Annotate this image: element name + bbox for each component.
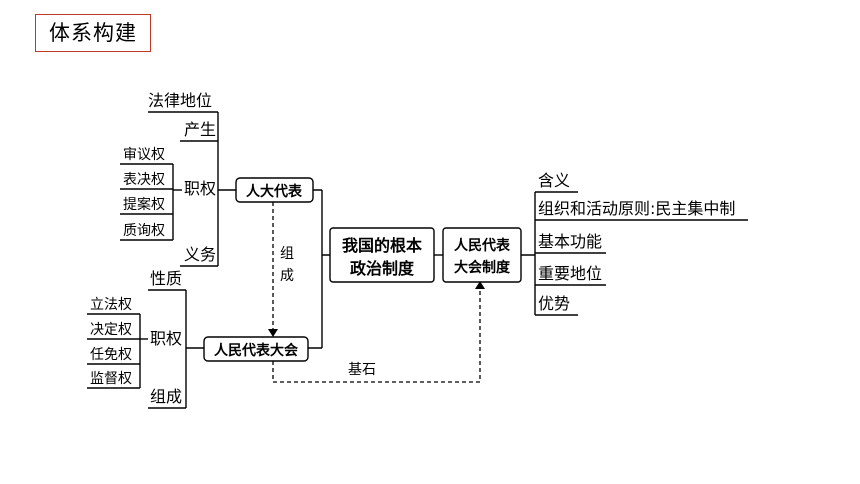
- cornerstone-arrowhead: [475, 281, 485, 289]
- deputies-bracket: [217, 112, 236, 266]
- system-item-4: 优势: [538, 294, 570, 313]
- system-item-0: 含义: [538, 171, 570, 190]
- congress-node-box: [203, 336, 309, 362]
- deputies-power-3: 质询权: [123, 223, 165, 239]
- deputies-node-label: 人大代表: [246, 183, 303, 200]
- root-node-line1: 我国的根本: [342, 236, 422, 255]
- congress-item-2: 组成: [150, 387, 182, 406]
- compose-arrowhead: [268, 329, 278, 337]
- system-node-line2: 大会制度: [454, 259, 511, 276]
- cornerstone-label: 基石: [348, 361, 376, 378]
- deputies-item-1: 产生: [184, 120, 216, 139]
- deputies-item-3: 义务: [184, 245, 216, 264]
- deputies-item-2: 职权: [184, 179, 216, 198]
- congress-power-0: 立法权: [90, 297, 132, 313]
- congress-bracket: [185, 290, 204, 408]
- root-left-bracket: [308, 189, 330, 349]
- deputies-power-2: 提案权: [123, 196, 165, 213]
- congress-power-1: 决定权: [90, 322, 132, 338]
- cornerstone-dashed-arrow: [272, 288, 481, 383]
- system-bracket: [521, 192, 536, 315]
- compose-label-char-0: 组: [280, 246, 294, 262]
- system-item-1: 组织和活动原则:民主集中制: [538, 199, 735, 218]
- system-item-2: 基本功能: [538, 232, 602, 251]
- deputies-power-1: 表决权: [123, 172, 165, 188]
- page-title: 体系构建: [35, 14, 151, 52]
- congress-power-3: 监督权: [90, 371, 132, 387]
- congress-node-label: 人民代表大会: [214, 342, 299, 359]
- system-node-line1: 人民代表: [454, 237, 511, 254]
- congress-power-2: 任免权: [90, 347, 132, 363]
- congress-item-0: 性质: [150, 269, 182, 288]
- compose-label-char-1: 成: [280, 268, 294, 284]
- congress-item-1: 职权: [150, 329, 182, 348]
- deputies-item-0: 法律地位: [148, 91, 212, 110]
- system-item-3: 重要地位: [538, 264, 602, 283]
- deputies-power-0: 审议权: [123, 147, 165, 163]
- root-node-line2: 政治制度: [350, 259, 415, 278]
